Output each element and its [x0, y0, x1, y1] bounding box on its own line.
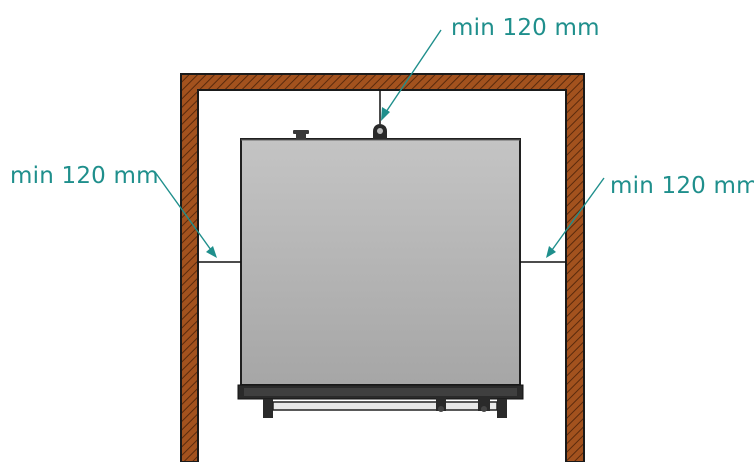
appliance-body — [240, 138, 521, 386]
cabinet-wall — [180, 73, 585, 462]
appliance-base — [237, 384, 524, 418]
top-knob — [293, 130, 309, 139]
left-leader-arrow — [154, 171, 217, 258]
hanging-ring — [373, 124, 387, 139]
clearance-lines — [198, 90, 566, 263]
top-leader-arrow — [381, 29, 442, 121]
cabinet-niche — [180, 73, 585, 462]
left-clearance-label: min 120 mm — [10, 163, 159, 189]
leaders — [154, 29, 605, 258]
right-leader-arrow — [546, 177, 605, 258]
top-clearance-label: min 120 mm — [451, 15, 600, 41]
appliance — [237, 124, 524, 418]
right-clearance-label: min 120 mm — [610, 173, 754, 199]
